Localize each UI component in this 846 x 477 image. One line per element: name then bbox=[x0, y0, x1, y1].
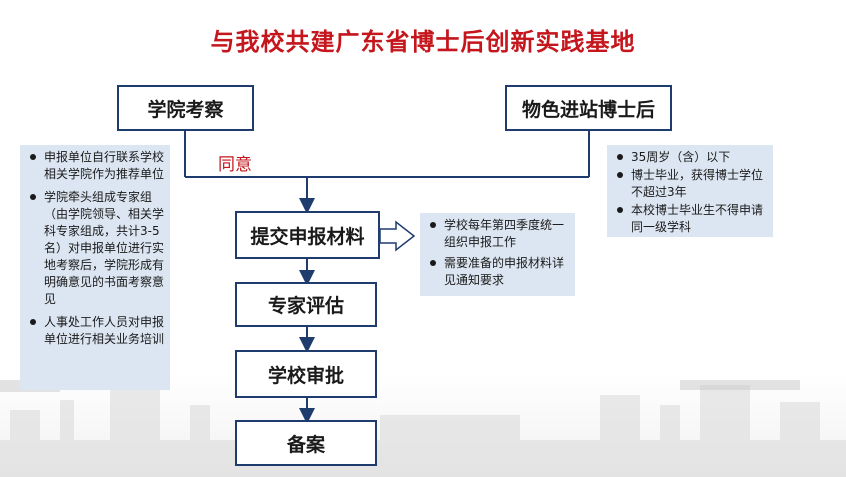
left-notes: 申报单位自行联系学校相关学院作为推荐单位 学院牵头组成专家组（由学院领导、相关学… bbox=[20, 145, 170, 390]
recruit-postdoc-box: 物色进站博士后 bbox=[505, 85, 672, 131]
college-inspection-box: 学院考察 bbox=[117, 85, 254, 131]
middle-notes: 学校每年第四季度统一组织申报工作 需要准备的申报材料详见通知要求 bbox=[420, 213, 575, 296]
right-note-item: 35周岁（含）以下 bbox=[613, 149, 767, 166]
left-note-item: 学院牵头组成专家组（由学院领导、相关学科专家组成，共计3-5名）对申报单位进行实… bbox=[26, 189, 164, 308]
step-submit-materials: 提交申报材料 bbox=[235, 211, 380, 259]
campus-gate-watermark bbox=[0, 380, 846, 477]
page-title: 与我校共建广东省博士后创新实践基地 bbox=[210, 28, 636, 56]
right-notes: 35周岁（含）以下 博士毕业，获得博士学位不超过3年 本校博士毕业生不得申请同一… bbox=[607, 145, 773, 237]
left-note-item: 人事处工作人员对申报单位进行相关业务培训 bbox=[26, 314, 164, 348]
middle-note-item: 学校每年第四季度统一组织申报工作 bbox=[426, 217, 569, 251]
left-note-item: 申报单位自行联系学校相关学院作为推荐单位 bbox=[26, 149, 164, 183]
step-filing: 备案 bbox=[235, 420, 377, 466]
middle-note-item: 需要准备的申报材料详见通知要求 bbox=[426, 255, 569, 289]
agree-label: 同意 bbox=[218, 155, 252, 175]
step-expert-evaluation: 专家评估 bbox=[235, 282, 377, 327]
right-note-item: 本校博士毕业生不得申请同一级学科 bbox=[613, 202, 767, 236]
step-school-approval: 学校审批 bbox=[235, 350, 377, 398]
right-note-item: 博士毕业，获得博士学位不超过3年 bbox=[613, 167, 767, 201]
